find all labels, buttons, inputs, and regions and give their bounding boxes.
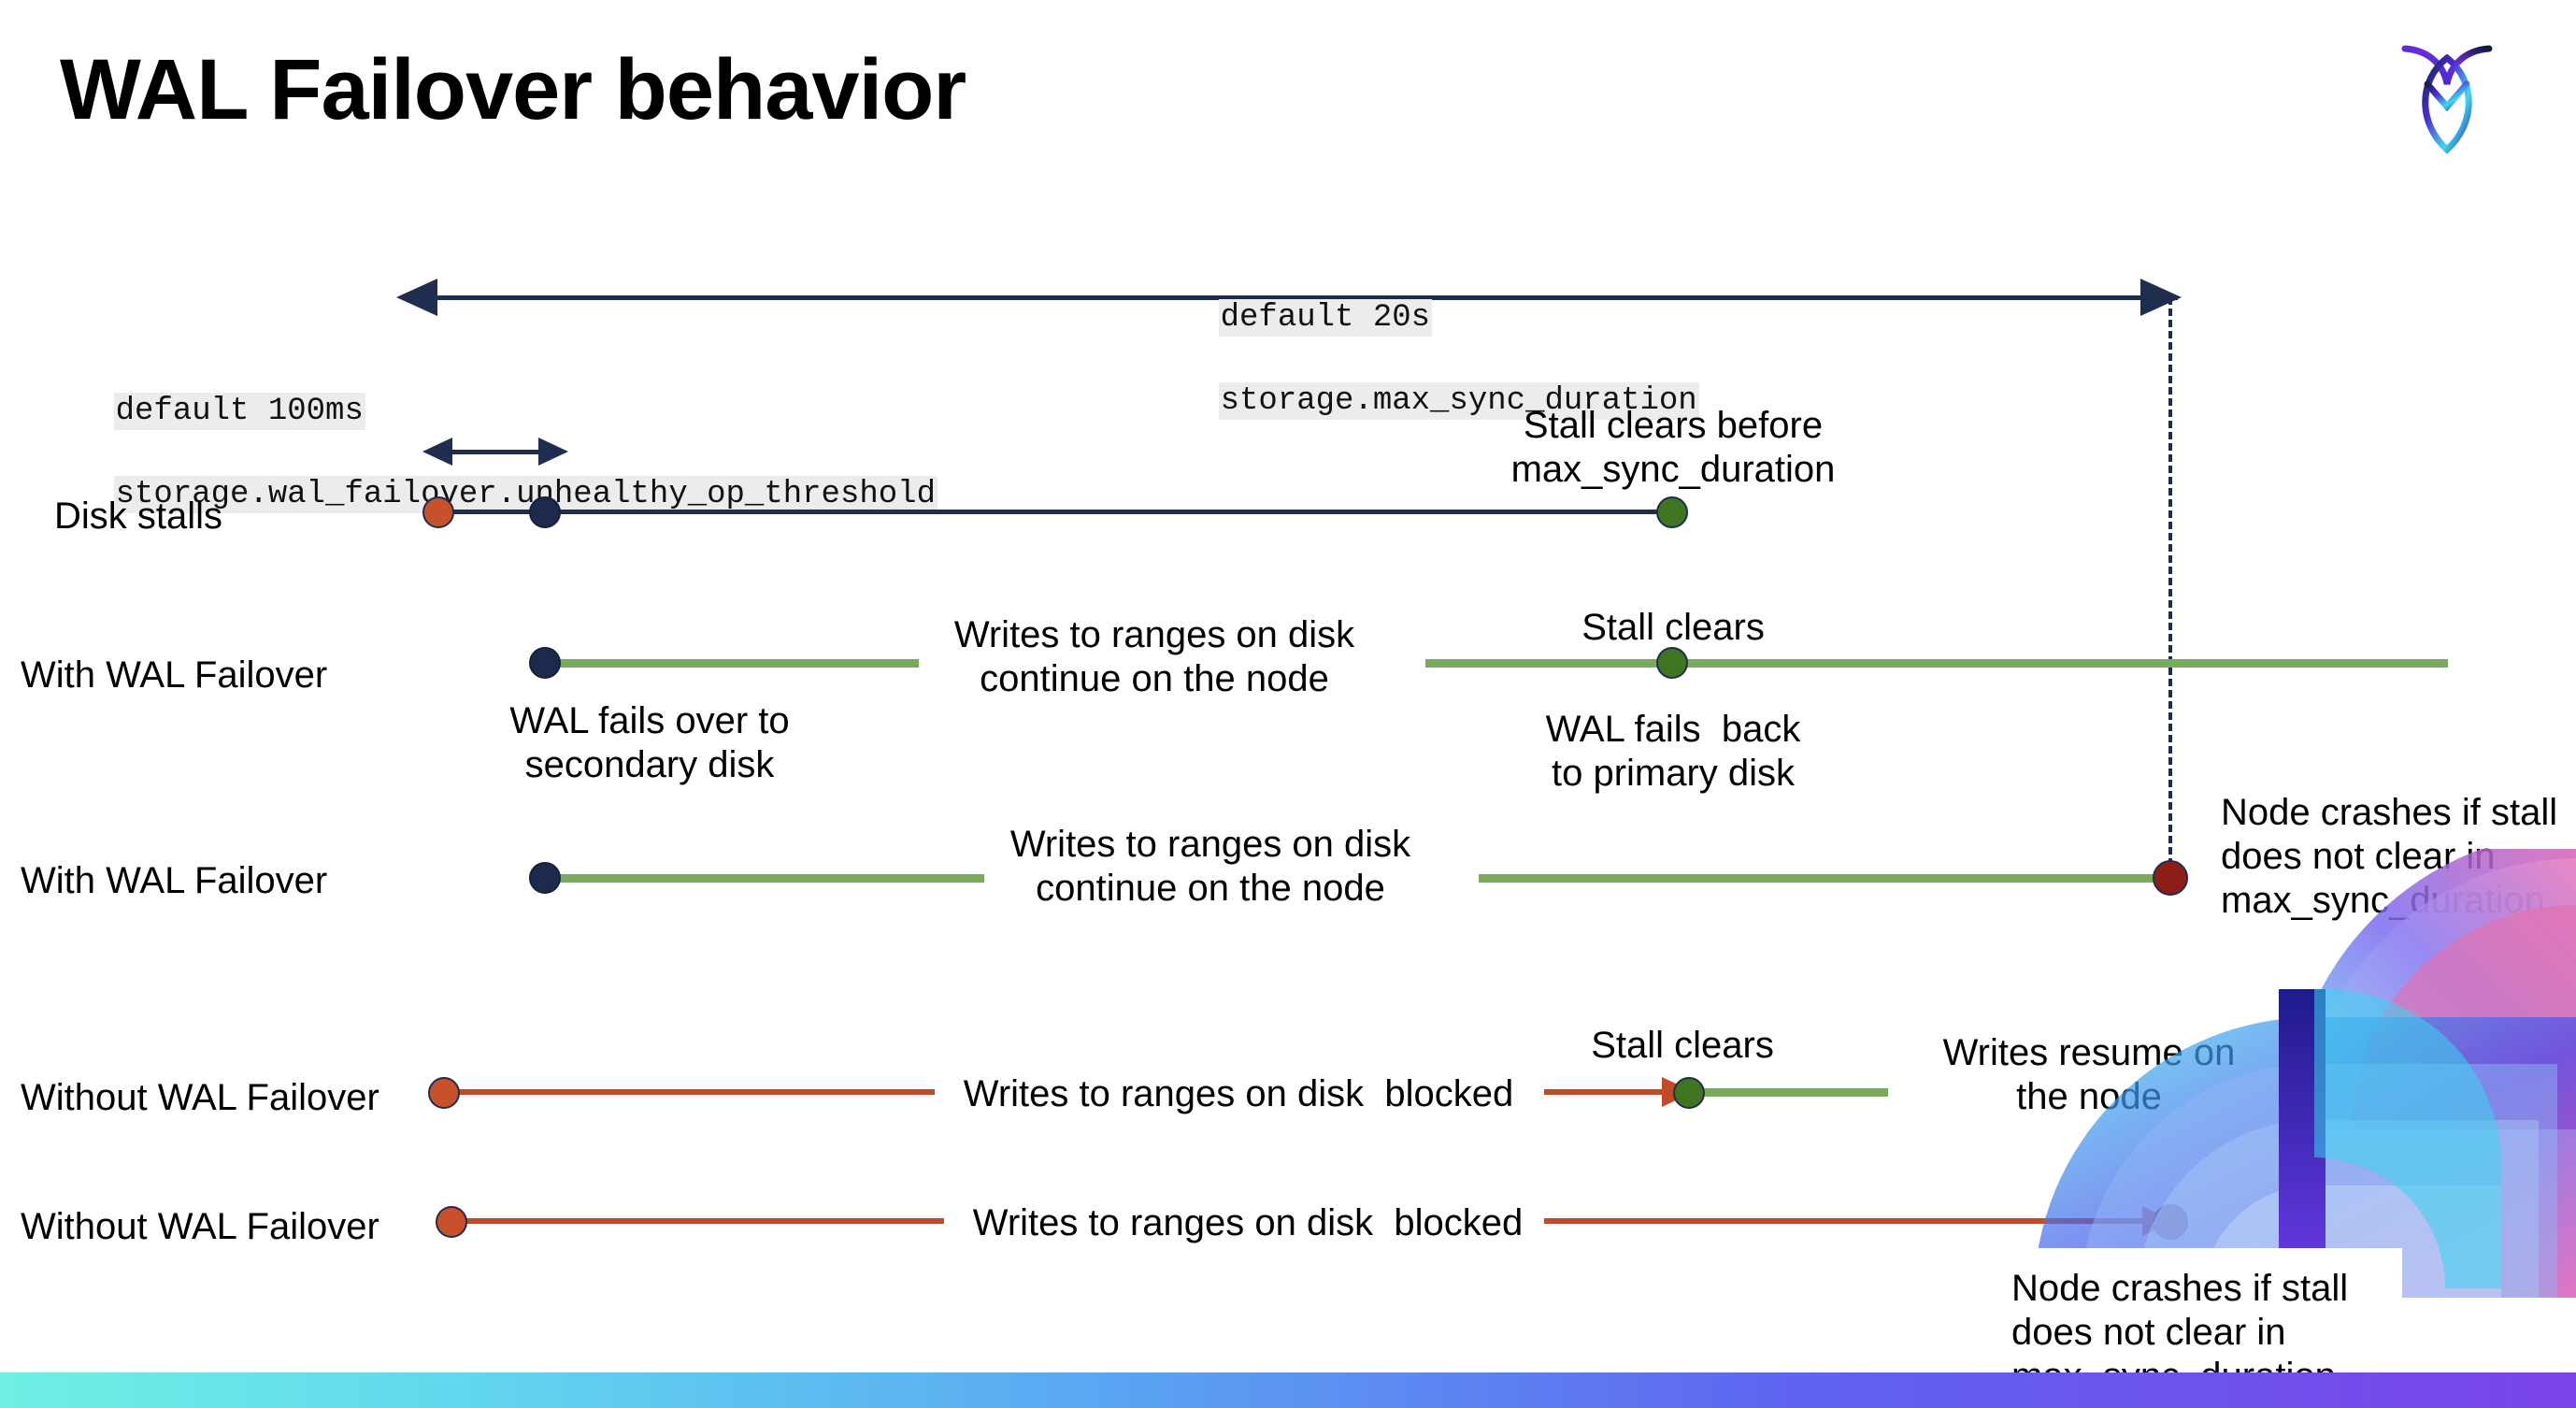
wal-failover-trigger-dot xyxy=(529,496,561,528)
max-sync-arrow-right-icon xyxy=(2140,279,2182,316)
max-sync-arrow-left-icon xyxy=(396,279,437,316)
without-failover-1-blocked-line xyxy=(447,1089,935,1095)
wal-failover-1-segment-b xyxy=(1425,659,2448,668)
unhealthy-op-span-line xyxy=(439,450,551,454)
note-writes-continue-1: Writes to ranges on disk continue on the… xyxy=(953,614,1355,700)
max-sync-span-line xyxy=(430,295,2178,300)
wal-failover-2-start-dot xyxy=(529,862,561,894)
unhealthy-op-annotation: default 100ms storage.wal_failover.unhea… xyxy=(37,350,937,556)
row-label-without-wal-failover-2: Without WAL Failover xyxy=(21,1206,379,1247)
without-failover-2-stall-dot xyxy=(436,1206,467,1238)
unhealthy-op-arrow-right-icon xyxy=(538,438,568,466)
row-label-with-wal-failover-1: With WAL Failover xyxy=(21,654,328,696)
note-stall-clears-2: Stall clears xyxy=(1581,607,1765,648)
disk-stall-start-dot xyxy=(422,496,454,528)
bottom-gradient-bar xyxy=(0,1372,2576,1408)
note-writes-resume: Writes resume on the node xyxy=(1942,1032,2236,1118)
disk-stall-clear-dot xyxy=(1656,496,1688,528)
wal-failover-1-start-dot xyxy=(529,647,561,679)
note-node-crashes-1: Node crashes if stall does not clear in … xyxy=(2221,792,2558,922)
unhealthy-op-setting-name: storage.wal_failover.unhealthy_op_thresh… xyxy=(113,475,937,513)
note-wal-fails-back: WAL fails back to primary disk xyxy=(1545,709,1801,795)
max-sync-setting-name: storage.max_sync_duration xyxy=(1218,381,1699,420)
note-writes-blocked-1: Writes to ranges on disk blocked xyxy=(963,1073,1514,1114)
without-failover-1-resume-line-b xyxy=(2292,1088,2449,1097)
disk-stalls-timeline xyxy=(439,510,1673,514)
row-label-disk-stalls: Disk stalls xyxy=(53,496,222,537)
row-label-without-wal-failover-1: Without WAL Failover xyxy=(21,1077,379,1118)
note-wal-fails-over: WAL fails over to secondary disk xyxy=(509,700,790,786)
without-failover-2-crash-dot xyxy=(2153,1204,2188,1240)
max-sync-annotation: default 20s storage.max_sync_duration xyxy=(1142,256,1699,463)
row-label-with-wal-failover-2: With WAL Failover xyxy=(21,860,328,901)
wal-failover-2-segment-a xyxy=(540,874,984,883)
without-failover-2-blocked-line xyxy=(456,1218,944,1224)
note-stall-clears-before: Stall clears before max_sync_duration xyxy=(1510,405,1836,491)
wal-failover-2-crash-dot xyxy=(2153,860,2188,896)
note-writes-continue-2: Writes to ranges on disk continue on the… xyxy=(1009,824,1411,910)
page-title: WAL Failover behavior xyxy=(60,42,966,137)
wal-failover-2-segment-b xyxy=(1479,874,2170,883)
without-failover-1-clear-dot xyxy=(1673,1077,1705,1109)
max-sync-default-value: default 20s xyxy=(1218,299,1433,338)
without-failover-1-resume-line xyxy=(1701,1088,1888,1097)
without-failover-1-stall-dot xyxy=(428,1077,460,1109)
max-sync-dashed-guide xyxy=(2168,297,2172,877)
unhealthy-op-default-value: default 100ms xyxy=(113,393,365,431)
note-writes-blocked-2: Writes to ranges on disk blocked xyxy=(972,1202,1524,1243)
wal-failover-1-clear-dot xyxy=(1656,647,1688,679)
note-stall-clears-3: Stall clears xyxy=(1591,1025,1774,1066)
cockroachdb-logo-icon xyxy=(2401,45,2493,154)
wal-failover-1-segment-a xyxy=(540,659,919,668)
without-failover-1-blocked-line-b xyxy=(1544,1089,1675,1095)
without-failover-2-blocked-line-b xyxy=(1544,1218,2163,1224)
unhealthy-op-arrow-left-icon xyxy=(422,438,452,466)
